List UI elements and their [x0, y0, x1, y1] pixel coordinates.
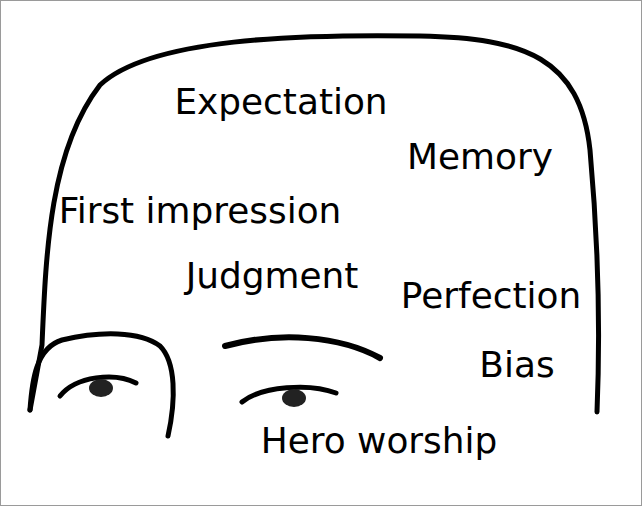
- left-eyelid: [60, 377, 136, 396]
- head-outline: [30, 36, 599, 412]
- right-eyebrow: [225, 337, 380, 358]
- concept-label: Hero worship: [261, 420, 498, 461]
- concept-label: Bias: [479, 344, 554, 385]
- concept-label: Judgment: [186, 255, 359, 296]
- right-pupil: [282, 389, 306, 407]
- left-brow: [30, 334, 173, 436]
- concept-label: Perfection: [401, 275, 581, 316]
- left-pupil: [89, 379, 113, 397]
- concept-label: Memory: [407, 136, 553, 177]
- concept-label: Expectation: [174, 81, 387, 122]
- concept-label: First impression: [59, 190, 342, 231]
